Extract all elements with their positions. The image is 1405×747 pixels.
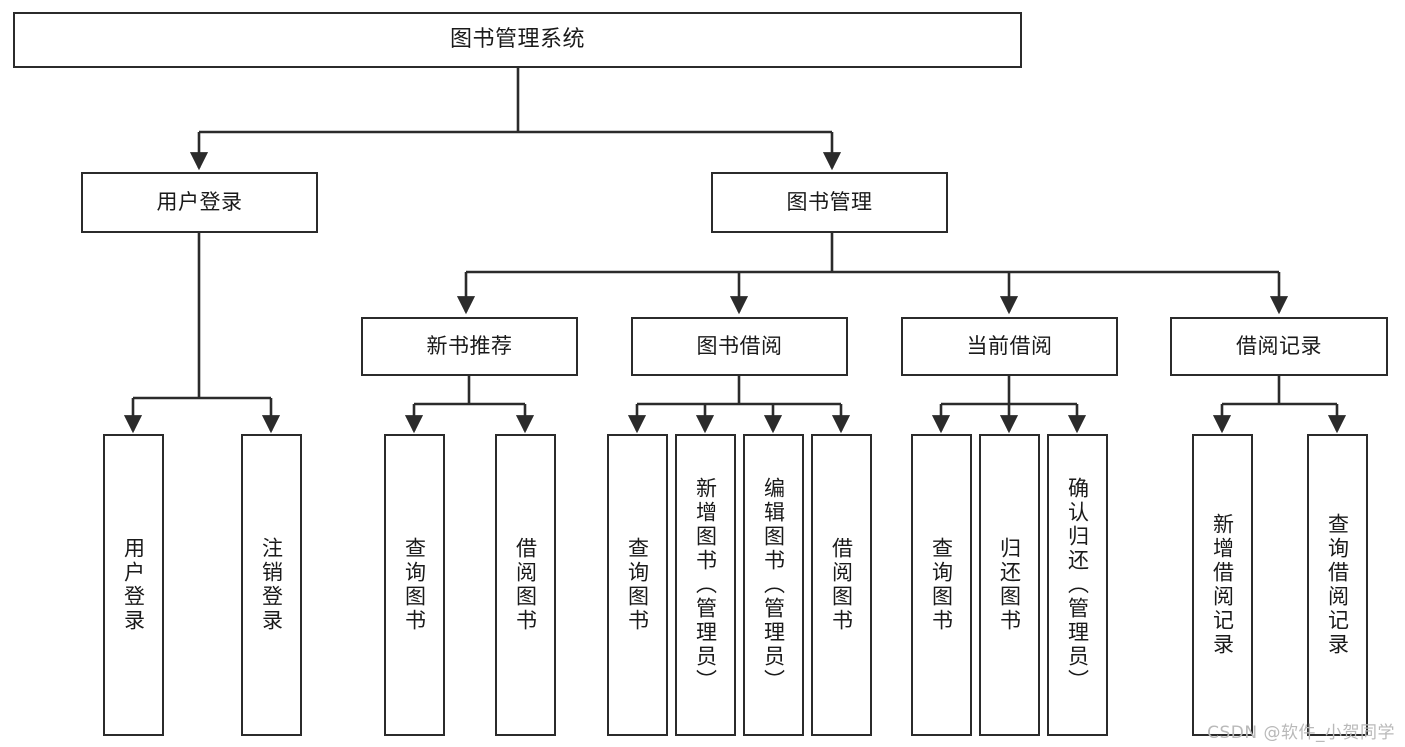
node-leaf-user-login[interactable]: 用户登录 — [103, 434, 164, 736]
node-leaf-return-book-label: 归还图书 — [997, 537, 1022, 633]
node-leaf-return-book[interactable]: 归还图书 — [979, 434, 1040, 736]
node-book-borrow[interactable]: 图书借阅 — [631, 317, 848, 376]
node-leaf-add-record-label: 新增借阅记录 — [1210, 513, 1235, 657]
node-root-label: 图书管理系统 — [449, 27, 585, 53]
node-leaf-confirm-return[interactable]: 确认归还（管理员） — [1047, 434, 1108, 736]
node-book-manage[interactable]: 图书管理 — [711, 172, 948, 233]
node-leaf-confirm-return-label: 确认归还（管理员） — [1065, 477, 1090, 693]
node-user-login[interactable]: 用户登录 — [81, 172, 318, 233]
node-leaf-user-login-label: 用户登录 — [121, 537, 146, 633]
node-leaf-query-record-label: 查询借阅记录 — [1325, 513, 1350, 657]
node-borrow-record-label: 借阅记录 — [1236, 334, 1322, 359]
node-leaf-borrow-book-2[interactable]: 借阅图书 — [811, 434, 872, 736]
node-leaf-query-book-3[interactable]: 查询图书 — [911, 434, 972, 736]
node-root[interactable]: 图书管理系统 — [13, 12, 1022, 68]
node-leaf-edit-book[interactable]: 编辑图书（管理员） — [743, 434, 804, 736]
node-leaf-query-record[interactable]: 查询借阅记录 — [1307, 434, 1368, 736]
node-leaf-borrow-book-1-label: 借阅图书 — [513, 537, 538, 633]
node-book-manage-label: 图书管理 — [786, 190, 873, 215]
node-leaf-add-record[interactable]: 新增借阅记录 — [1192, 434, 1253, 736]
node-leaf-logout-login[interactable]: 注销登录 — [241, 434, 302, 736]
node-leaf-add-book[interactable]: 新增图书（管理员） — [675, 434, 736, 736]
node-book-borrow-label: 图书借阅 — [696, 334, 783, 359]
node-new-book-recommend[interactable]: 新书推荐 — [361, 317, 578, 376]
node-leaf-query-book-1[interactable]: 查询图书 — [384, 434, 445, 736]
node-leaf-edit-book-label: 编辑图书（管理员） — [761, 477, 786, 693]
node-new-book-recommend-label: 新书推荐 — [426, 334, 513, 359]
node-leaf-borrow-book-1[interactable]: 借阅图书 — [495, 434, 556, 736]
node-leaf-logout-login-label: 注销登录 — [259, 537, 284, 633]
node-leaf-add-book-label: 新增图书（管理员） — [693, 477, 718, 693]
node-leaf-query-book-2[interactable]: 查询图书 — [607, 434, 668, 736]
node-current-borrow[interactable]: 当前借阅 — [901, 317, 1118, 376]
node-leaf-query-book-2-label: 查询图书 — [625, 537, 650, 633]
node-leaf-query-book-1-label: 查询图书 — [402, 537, 427, 633]
node-user-login-label: 用户登录 — [156, 190, 243, 215]
watermark-text: CSDN @软件_小贺同学 — [1207, 723, 1395, 743]
node-leaf-borrow-book-2-label: 借阅图书 — [829, 537, 854, 633]
node-current-borrow-label: 当前借阅 — [966, 334, 1053, 359]
node-leaf-query-book-3-label: 查询图书 — [929, 537, 954, 633]
node-borrow-record[interactable]: 借阅记录 — [1170, 317, 1388, 376]
